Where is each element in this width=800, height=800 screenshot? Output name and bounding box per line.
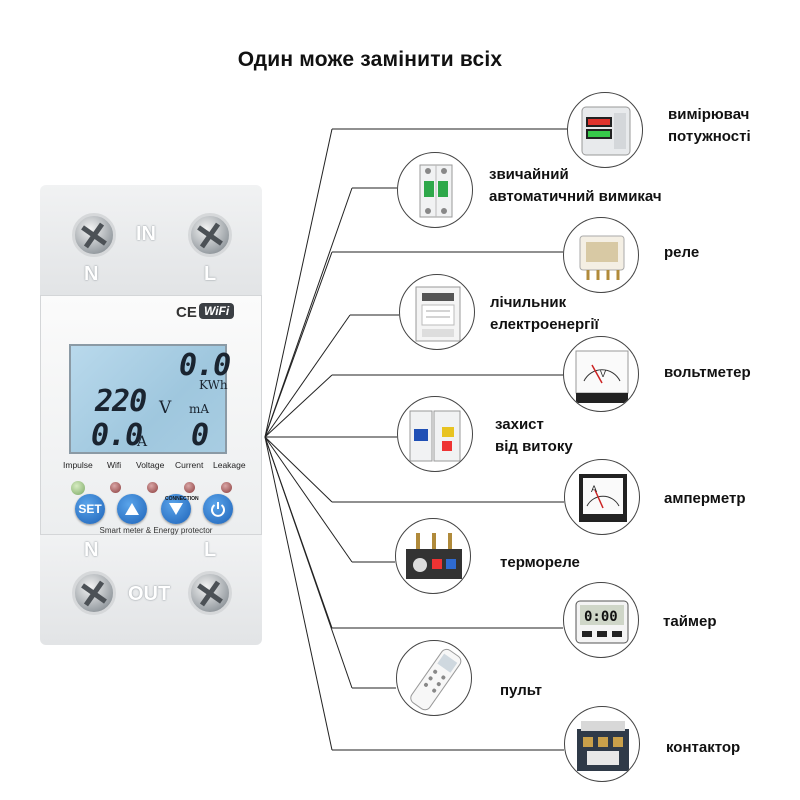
voltage-value: 220 bbox=[95, 384, 147, 419]
arrow-up-icon bbox=[125, 503, 139, 515]
item-label-contactor: контактор bbox=[666, 739, 741, 756]
bottom-terminal-block: N L OUT bbox=[40, 535, 262, 645]
current-value: 0.0 bbox=[91, 418, 143, 453]
relay-icon bbox=[563, 217, 639, 293]
voltage-led-icon bbox=[147, 482, 158, 493]
leakage-unit: mA bbox=[189, 402, 210, 416]
terminal-label-l: L bbox=[204, 539, 217, 561]
item-label-ammeter: амперметр bbox=[664, 490, 746, 507]
connector-line bbox=[264, 251, 333, 438]
connector-line bbox=[264, 436, 333, 751]
screw-icon bbox=[188, 213, 232, 257]
leakage-protection-icon bbox=[397, 396, 473, 472]
electricity-meter-icon bbox=[399, 274, 475, 350]
wifi-led-icon bbox=[110, 482, 121, 493]
up-button[interactable] bbox=[117, 494, 147, 524]
page-title: Один може замінити всіх bbox=[237, 48, 503, 71]
item-label-voltmeter: вольтметер bbox=[664, 364, 751, 381]
power-meter-icon bbox=[567, 92, 643, 168]
energy-unit: KWh bbox=[199, 378, 228, 392]
ammeter-letter: A bbox=[591, 484, 597, 494]
ce-mark: CE bbox=[176, 304, 197, 321]
indicator-label-voltage: Voltage bbox=[136, 460, 165, 470]
contactor-icon bbox=[564, 706, 640, 782]
set-button[interactable]: SET bbox=[75, 494, 105, 524]
ammeter-icon: A bbox=[564, 459, 640, 535]
leakage-led-icon bbox=[221, 482, 232, 493]
connector-line bbox=[264, 314, 351, 438]
connection-label: CONNECTION bbox=[165, 496, 199, 502]
leakage-value: 0 bbox=[191, 418, 209, 453]
item-label-relay: реле bbox=[664, 244, 700, 261]
connector-line bbox=[264, 374, 333, 438]
item-label-remote: пульт bbox=[500, 682, 542, 699]
terminal-label-n: N bbox=[84, 539, 99, 561]
device-body: CE WiFi 0.0 KWh 220 V mA 0.0 A 0 Impulse… bbox=[40, 295, 262, 535]
current-led-icon bbox=[184, 482, 195, 493]
top-terminal-block: IN N L bbox=[40, 185, 262, 295]
indicator-labels: Impulse Wifi Voltage Current Leakage bbox=[41, 460, 263, 474]
item-label-timer: таймер bbox=[663, 613, 717, 630]
circuit-breaker-icon bbox=[397, 152, 473, 228]
timer-display: 0:00 bbox=[584, 609, 618, 625]
indicator-label-current: Current bbox=[175, 460, 204, 470]
power-icon bbox=[211, 502, 225, 517]
device-caption: Smart meter & Energy protector bbox=[99, 526, 213, 535]
wifi-badge: WiFi bbox=[199, 303, 235, 319]
terminal-label-l: L bbox=[204, 263, 217, 285]
connector-line bbox=[264, 436, 333, 503]
indicator-label-impulse: Impulse bbox=[63, 460, 93, 470]
connector-line bbox=[264, 128, 333, 438]
voltage-unit: V bbox=[159, 398, 172, 418]
smart-meter-device: IN N L CE WiFi 0.0 KWh 220 V mA 0.0 A 0 … bbox=[40, 185, 262, 645]
remote-icon bbox=[396, 640, 472, 716]
connector-line bbox=[264, 436, 353, 563]
energy-value: 0.0 bbox=[179, 348, 231, 383]
voltmeter-icon: V bbox=[563, 336, 639, 412]
impulse-led-icon bbox=[71, 481, 85, 495]
indicator-label-wifi: Wifi bbox=[107, 460, 122, 470]
screw-icon bbox=[72, 571, 116, 615]
current-unit: A bbox=[137, 434, 148, 450]
port-label-out: OUT bbox=[128, 583, 171, 605]
down-button[interactable] bbox=[161, 494, 191, 524]
arrow-down-icon bbox=[169, 503, 183, 515]
power-button[interactable] bbox=[203, 494, 233, 524]
terminal-label-n: N bbox=[84, 263, 99, 285]
lcd-display: 0.0 KWh 220 V mA 0.0 A 0 bbox=[69, 344, 231, 454]
screw-icon bbox=[188, 571, 232, 615]
item-label-thermal-relay: термореле bbox=[500, 554, 580, 571]
timer-icon: 0:00 bbox=[563, 582, 639, 658]
connector-line bbox=[264, 436, 353, 689]
screw-icon bbox=[72, 213, 116, 257]
indicator-label-leakage: Leakage bbox=[213, 460, 246, 470]
port-label-in: IN bbox=[136, 223, 156, 245]
thermal-relay-icon bbox=[395, 518, 471, 594]
voltmeter-letter: V bbox=[600, 369, 606, 379]
